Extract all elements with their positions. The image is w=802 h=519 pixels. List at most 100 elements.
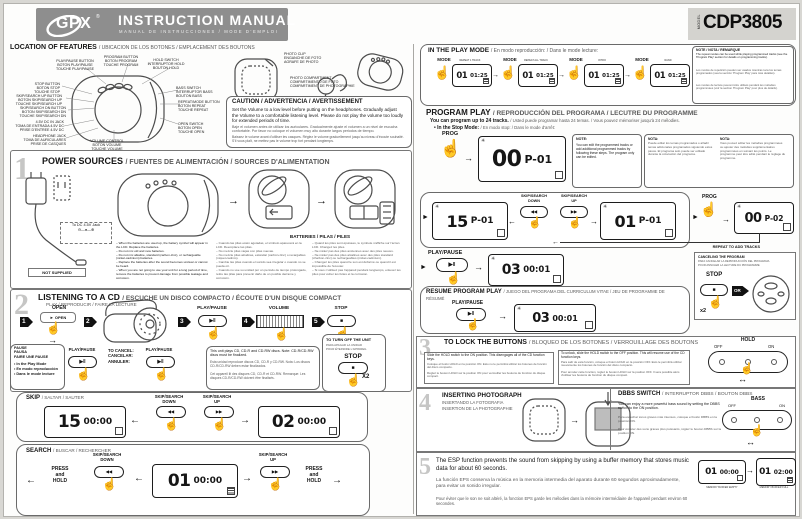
switch-dot: [731, 417, 738, 423]
open-label: OPEN: [52, 305, 67, 311]
play-pause-button-icon: ▶‖: [68, 356, 97, 368]
turn-off-title-fr: POUR ÉTEINDRE L'APPAREIL: [326, 347, 367, 351]
program-down-label: SKIP/SEARCH DOWN: [521, 194, 547, 203]
press-hold-label: PRESS and HOLD: [51, 466, 69, 484]
arrow-right-icon: →: [590, 217, 598, 226]
program-line2: • In the Stop Mode: / En modo stop: / Da…: [434, 125, 555, 131]
lcd-track: 01: [614, 211, 637, 231]
dbbs-title-en: DBBS SWITCH: [618, 391, 661, 397]
dc-polarity-icon: ⊖—●—⊕: [77, 228, 95, 233]
cancel-label: TO CANCEL: CANCELAR: ANNULER:: [108, 348, 134, 364]
lcd-track: 15: [57, 412, 81, 432]
battery-meter-icon: [227, 487, 235, 495]
lcd-track: 01: [654, 70, 666, 81]
resume-lcd: ✳ 03 00:01: [514, 304, 596, 332]
section3-title: TO LOCK THE BUTTONS / BLOQUEO DE LOS BOT…: [444, 339, 698, 346]
hand-icon: ☝: [440, 139, 462, 158]
feature-label-photo-clip: PHOTO CLIP ENGANCHE DE FOTO AGRAFE DE PH…: [284, 52, 322, 65]
lcd-track: 03: [532, 310, 550, 326]
section1-title-en: POWER SOURCES: [42, 156, 124, 166]
dbbs-title: DBBS SWITCH / INTERRUPTOR DBBS / BOUTON …: [618, 391, 752, 397]
play-mode-title-intl: / En modo reproducción: / Dans le mode l…: [490, 48, 599, 54]
arrow-right-icon: →: [316, 195, 327, 207]
arrow-right-icon: →: [242, 473, 252, 484]
lcd-time: 01:25: [668, 72, 686, 79]
skip-down-label: SKIP/SEARCH DOWN: [154, 394, 184, 405]
feature-label-headphone: HEADPHONE JACK TOMA DE AURICULARES PRISE…: [23, 134, 66, 147]
feature-label-repeat: REPEAT/MODE BUTTON BOTON REPEAT TOUCHE R…: [178, 100, 220, 113]
mode-label: MODE: [503, 57, 517, 62]
resume-title-intl: / JUEGO DEL PROGRAMA DEL CURRICULUM VITA…: [426, 289, 665, 301]
arrow-right-icon: →: [474, 262, 483, 272]
header-bar: [36, 8, 288, 41]
cancel-program-fr: POUR ANNULER LA LECTURE DU PROGRAMME: [698, 264, 760, 267]
lcd-time: 00:00: [83, 417, 113, 427]
hand-icon: ☝: [528, 217, 542, 229]
caution-text-es: Baje el volumen antes de utilizar los au…: [232, 125, 398, 134]
hand-icon: ☝: [46, 321, 61, 335]
hand-icon: ☝: [740, 363, 754, 375]
battery-meter-icon: [615, 78, 621, 84]
section1-number: 1: [14, 150, 30, 186]
program-title-en: PROGRAM PLAY: [426, 108, 491, 117]
resume-title: RESUME PROGRAM PLAY / JUEGO DEL PROGRAMA…: [426, 289, 682, 303]
esp-text-fr: Pour éviter que le son ne soit altéré, l…: [436, 496, 688, 507]
mode-label: MODE: [569, 57, 583, 62]
hand-icon: ☝: [708, 295, 723, 309]
battery-notes-fr: – Quand les piles sont épuisées, le symb…: [312, 241, 401, 276]
skip-lcd-1: 15 00:00: [44, 406, 126, 438]
lcd-time: 00:00: [193, 476, 223, 486]
brand-reg: ®: [96, 14, 100, 20]
arrow-right-icon: →: [570, 415, 579, 425]
search-down-label: SKIP/SEARCH DOWN: [92, 452, 122, 463]
buffer-meter-icon: [737, 475, 743, 481]
hand-icon: ☝: [102, 477, 117, 491]
hand-icon: ☝: [154, 367, 169, 381]
cancel-program-title: CANCELING THE PROGRAM: [698, 255, 745, 259]
program-up-label: SKIP/SEARCH UP: [561, 194, 587, 203]
brand-logo: GPX ®: [46, 13, 108, 37]
play-mode-note-box: [692, 46, 794, 104]
dbbs-text-fr: Pour écouter des sons graves plus puissa…: [618, 427, 722, 435]
hold-off-label: OFF: [714, 344, 723, 349]
mode-label: MODE: [635, 57, 649, 62]
hold-on-label: ON: [768, 344, 775, 349]
program-note-en-title: NOTE:: [576, 137, 588, 141]
hand-icon: ☝: [632, 65, 649, 80]
page-title: INSTRUCTION MANUAL: [118, 12, 297, 28]
lcd-time: 02:00: [773, 468, 793, 476]
photo-frame-empty-icon: [522, 398, 566, 442]
program-lcd-5: ✳ 03 00:01: [488, 254, 564, 286]
lcd-track: 01: [522, 70, 534, 81]
step-badge-2: 2: [84, 317, 97, 327]
features-heading-intl: / UBICACION DE LOS BOTONES / EMPLACEMENT…: [98, 45, 255, 51]
cancel-program-es: PARA CANCELAR LA REPRODUCCIÓN DEL PROGRA…: [698, 260, 770, 263]
program-note-en: You can edit the programmed tracks or ad…: [576, 143, 635, 160]
lcd-track: 15: [446, 211, 469, 231]
skip-up-label: SKIP/SEARCH UP: [202, 394, 232, 405]
bass-label: BASS: [751, 396, 765, 402]
lcd-time: 00:01: [523, 265, 551, 275]
arrow-right-icon: →: [228, 195, 239, 207]
skip-down-button-icon: ◀◀: [520, 206, 548, 218]
brand-text: GPX: [56, 15, 92, 32]
column-divider: [413, 44, 414, 514]
program-indicator-icon: ✳: [737, 204, 742, 210]
or-badge: OR: [732, 286, 749, 296]
lock-off-box: [558, 350, 690, 385]
skip-up-button-icon: ▶▶: [260, 466, 290, 478]
arrow-left-icon: ←: [508, 217, 516, 226]
lcd-track: 01: [167, 471, 191, 491]
feature-label-open: OPEN SWITCH BOTON OPEN TOUCHE OPEN: [178, 122, 205, 135]
skip-lcd-2: 02 00:00: [258, 406, 340, 438]
pause-box: [10, 344, 65, 390]
esp-caption-empty: MEMORY BUFFER EMPTY: [706, 486, 738, 489]
lcd-sub: P-01: [638, 216, 662, 226]
feature-label-skip-dn: SKIP/SEARCH DN BUTTON BOTON SKIP/SEARCH …: [19, 106, 66, 119]
arrow-right-icon: →: [722, 215, 730, 224]
model-bar: [688, 8, 796, 40]
program-line2-intl: / En modo stop: / Dans le mode d'arrêt:: [480, 125, 556, 130]
play-pause-button-icon: ▶‖: [146, 356, 175, 368]
skip-down-button-icon: ◀◀: [94, 466, 124, 478]
feature-callout-lines: [61, 63, 180, 142]
